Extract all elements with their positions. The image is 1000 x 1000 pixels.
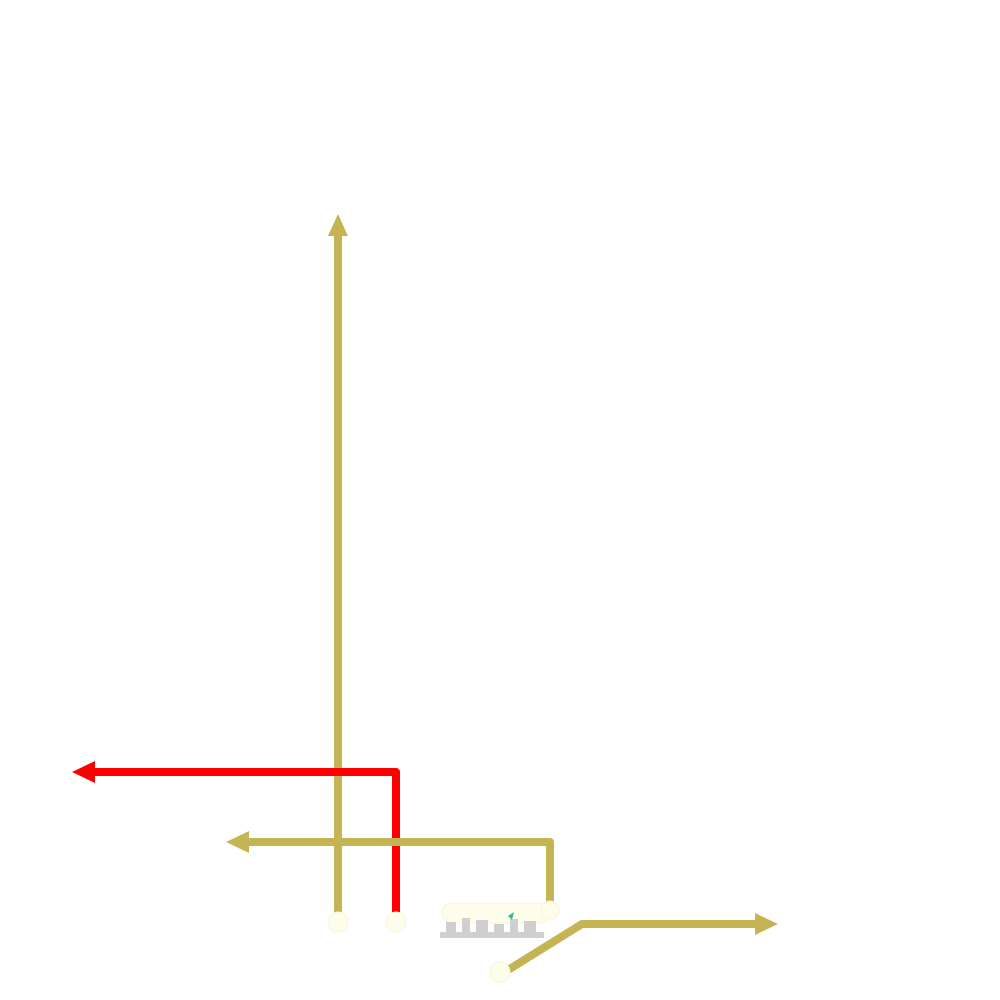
node-left — [327, 911, 349, 933]
cluster-marks — [440, 918, 544, 938]
node-middle — [385, 911, 407, 933]
node-cluster — [440, 900, 560, 938]
arrow-up — [328, 214, 348, 916]
arrow-left-red — [72, 761, 400, 916]
arrow-left-gold — [226, 831, 554, 909]
node-bottom — [489, 961, 511, 983]
arrow-right-gold — [504, 913, 778, 974]
cluster-accent — [508, 912, 514, 920]
